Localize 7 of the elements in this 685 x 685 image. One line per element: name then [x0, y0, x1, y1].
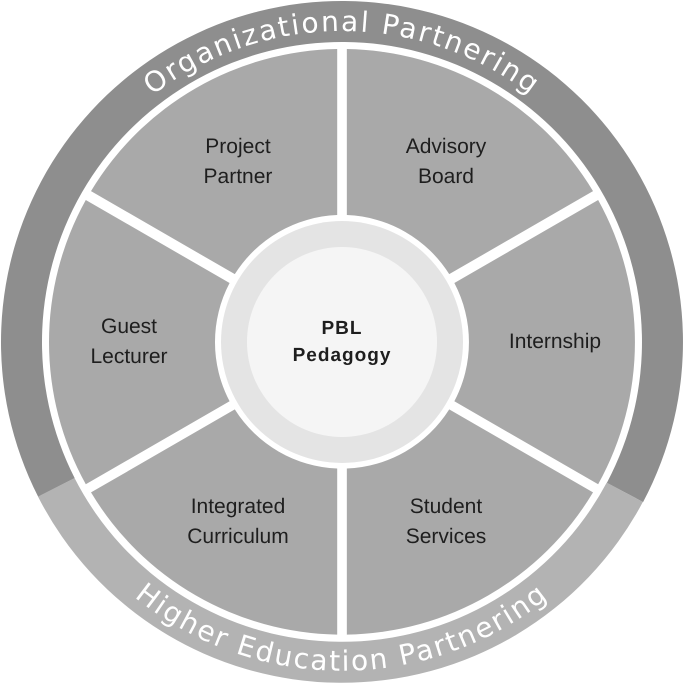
segment-label: Student Services — [404, 494, 488, 550]
segment-label: Project Partner — [202, 134, 274, 190]
segment-label: Guest Lecturer — [89, 314, 169, 370]
segment-label: Integrated Curriculum — [186, 494, 290, 550]
segment-label: Advisory Board — [404, 134, 488, 190]
segment-label: Internship — [508, 328, 602, 355]
hub-label: PBL Pedagogy — [292, 317, 392, 368]
